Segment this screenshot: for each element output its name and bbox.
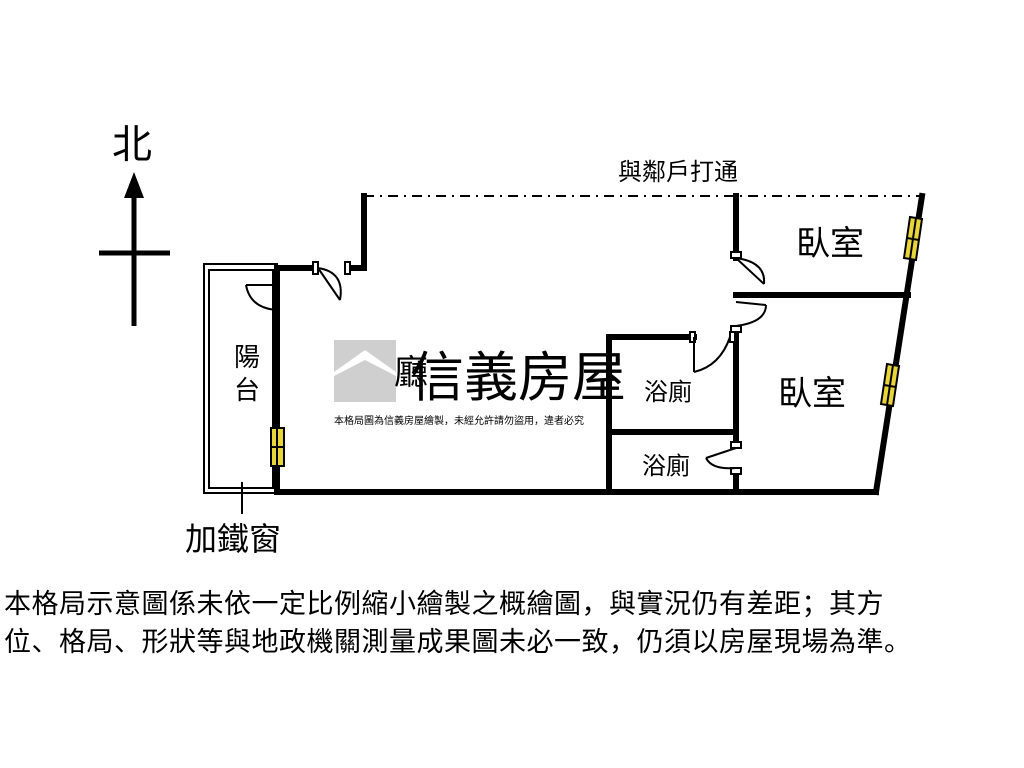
walls	[274, 192, 926, 496]
room-label-balcony-2: 台	[234, 376, 260, 406]
disclaimer-line-1: 本格局示意圖係未依一定比例縮小繪製之概繪圖，與實況仍有差距；其方	[4, 589, 884, 620]
door-balcony	[245, 268, 278, 311]
room-label-bathroom-upper: 浴廁	[644, 378, 692, 406]
annotation-connected-neighbor: 與鄰戶打通	[618, 158, 738, 186]
watermark: 信義房屋 本格局圖為信義房屋繪製，未經允許請勿盜用，違者必究	[334, 340, 626, 427]
room-label-living: 廳	[394, 353, 428, 393]
window-living-west	[270, 427, 285, 467]
window-bedroom-upper	[902, 215, 924, 262]
door-entrance	[312, 261, 351, 301]
disclaimer-line-2: 位、格局、形狀等與地政機關測量成果圖未必一致，仍須以房屋現場為準。	[4, 627, 912, 658]
doors	[245, 251, 767, 475]
room-label-bathroom-lower: 浴廁	[642, 452, 690, 480]
window-bedroom-lower	[879, 362, 901, 408]
windows	[270, 215, 924, 467]
door-bathroom-upper	[689, 331, 736, 373]
door-bedroom-upper	[730, 251, 766, 285]
watermark-brand: 信義房屋	[410, 346, 626, 409]
brand-logo-icon	[334, 340, 396, 402]
disclaimer: 本格局示意圖係未依一定比例縮小繪製之概繪圖，與實況仍有差距；其方 位、格局、形狀…	[4, 586, 1020, 662]
room-label-balcony-1: 陽	[234, 343, 260, 373]
north-label: 北	[112, 122, 152, 168]
north-arrow-icon	[124, 172, 144, 198]
room-label-bedroom-lower: 臥室	[778, 374, 846, 414]
annotation-iron-window: 加鐵窗	[185, 520, 281, 558]
north-compass: 北	[99, 122, 170, 326]
door-bedroom-lower	[730, 301, 767, 333]
door-bathroom-lower	[705, 441, 742, 475]
watermark-notice: 本格局圖為信義房屋繪製，未經允許請勿盜用，違者必究	[334, 414, 584, 427]
room-label-bedroom-upper: 臥室	[796, 224, 864, 264]
